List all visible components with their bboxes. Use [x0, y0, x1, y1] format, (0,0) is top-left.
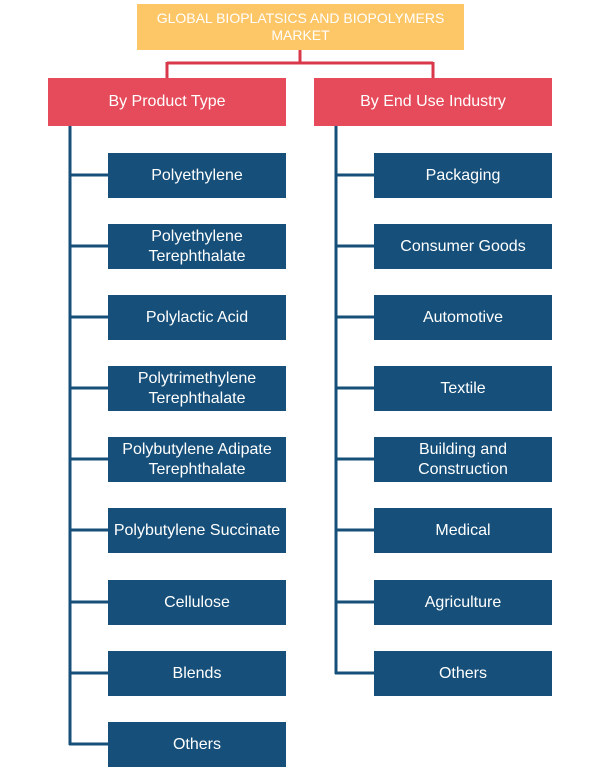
end-use-item-agriculture: Agriculture: [374, 580, 552, 625]
product-type-item-pbs: Polybutylene Succinate: [108, 508, 286, 553]
end-use-item-packaging: Packaging: [374, 153, 552, 198]
end-use-connector: [334, 126, 374, 675]
product-type-item-pet: Polyethylene Terephthalate: [108, 224, 286, 269]
product-type-item-polylactic-acid: Polylactic Acid: [108, 295, 286, 340]
end-use-item-building-construction: Building and Construction: [374, 437, 552, 482]
end-use-item-automotive: Automotive: [374, 295, 552, 340]
product-type-item-ptt: Polytrimethylene Terephthalate: [108, 366, 286, 411]
product-type-item-blends: Blends: [108, 651, 286, 696]
end-use-item-consumer-goods: Consumer Goods: [374, 224, 552, 269]
category-product-type: By Product Type: [48, 78, 286, 126]
product-type-item-pbat: Polybutylene Adipate Terephthalate: [108, 437, 286, 482]
diagram-title: GLOBAL BIOPLATSICS AND BIOPOLYMERS MARKE…: [137, 4, 464, 50]
product-type-connector: [68, 126, 108, 746]
category-end-use-industry: By End Use Industry: [314, 78, 552, 126]
title-connector: [165, 50, 435, 78]
product-type-item-cellulose: Cellulose: [108, 580, 286, 625]
product-type-item-polyethylene: Polyethylene: [108, 153, 286, 198]
end-use-item-textile: Textile: [374, 366, 552, 411]
end-use-item-others: Others: [374, 651, 552, 696]
end-use-item-medical: Medical: [374, 508, 552, 553]
product-type-item-others: Others: [108, 722, 286, 767]
